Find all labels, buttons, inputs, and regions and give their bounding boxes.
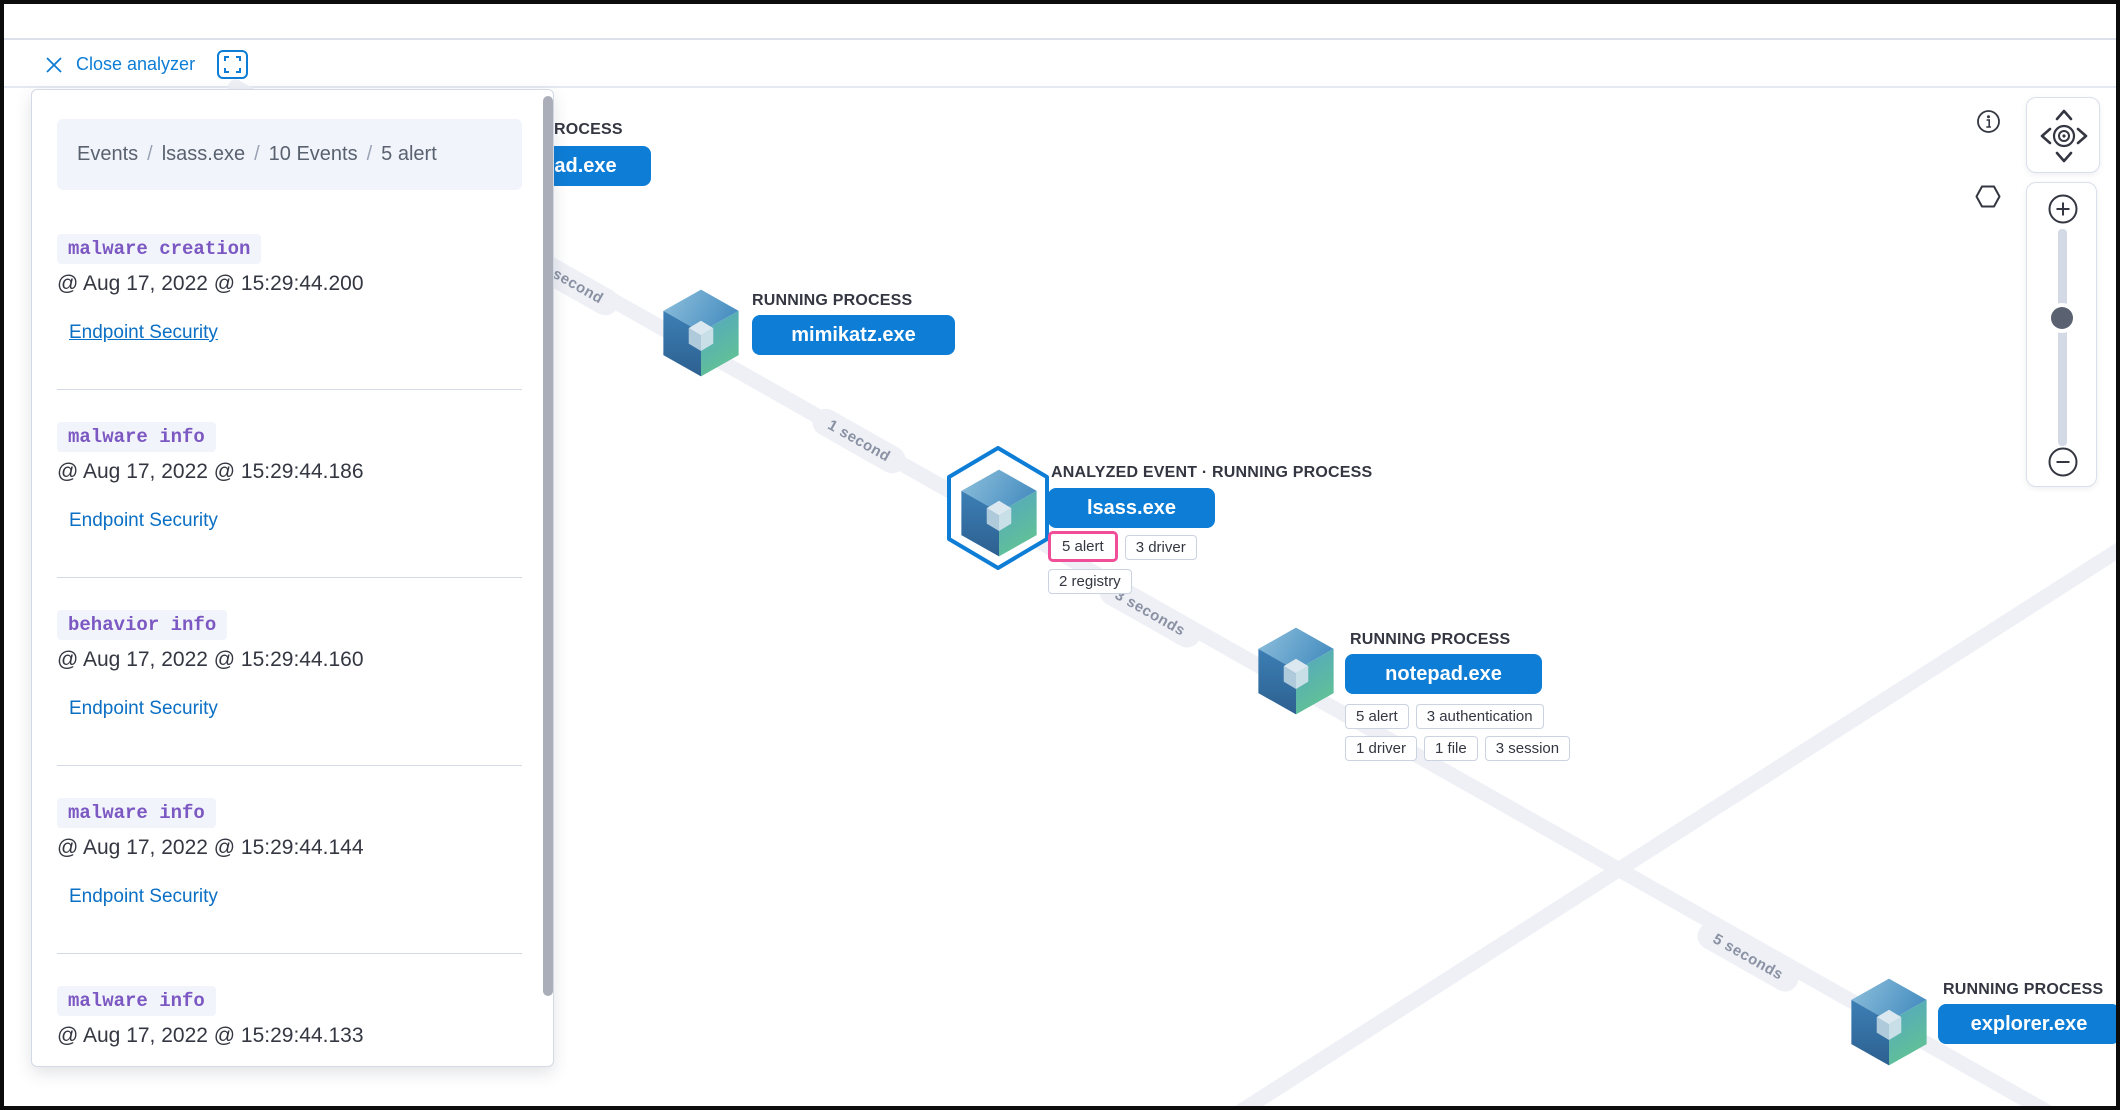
schema-info-button[interactable] [1976,109,2001,134]
pan-controls [2026,97,2100,173]
panel-scrollbar-thumb[interactable] [543,96,553,996]
pan-down-button[interactable] [2051,148,2077,170]
endpoint-security-link[interactable]: Endpoint Security [69,322,218,343]
process-cube-icon[interactable] [1848,977,1930,1067]
close-analyzer-label: Close analyzer [76,54,196,74]
process-cube-icon[interactable] [660,288,742,378]
event-list-item: malware info @ Aug 17, 2022 @ 15:29:44.1… [57,986,537,1066]
node-type-label: ANALYZED EVENT · RUNNING PROCESS [1051,464,1373,481]
fullscreen-button[interactable] [217,50,249,79]
event-category-badge: malware info [57,986,216,1016]
event-count-badge[interactable]: 5 alert [1345,704,1409,729]
event-count-badge[interactable]: 2 registry [1048,569,1132,594]
breadcrumb-item-events[interactable]: Events [77,143,139,165]
close-analyzer-link[interactable]: Close analyzer [44,50,249,79]
event-category-badge: malware creation [57,234,262,264]
endpoint-security-link[interactable]: Endpoint Security [69,698,218,719]
chevron-right-icon [2076,127,2088,145]
process-cube-icon[interactable] [1255,626,1337,716]
divider [57,765,522,766]
center-target-icon [2052,124,2076,148]
event-category-badge: malware info [57,798,216,828]
pan-up-button[interactable] [2051,102,2077,124]
event-list-item: malware info @ Aug 17, 2022 @ 15:29:44.1… [57,798,537,918]
event-category-badge: behavior info [57,610,228,640]
event-count-badge[interactable]: 3 driver [1124,535,1197,560]
zoom-out-button[interactable] [2048,447,2078,477]
breadcrumb-separator: / [366,143,373,165]
chevron-left-icon [2040,127,2052,145]
center-camera-button[interactable] [2052,124,2076,148]
top-divider [0,38,2120,40]
node-type-label: RUNNING PROCESS [752,292,913,309]
process-name-button-mimikatz[interactable]: mimikatz.exe [752,315,955,355]
event-count-badge-selected[interactable]: 5 alert [1048,531,1118,562]
zoom-slider-thumb[interactable] [2051,307,2073,329]
breadcrumb-item-event-count[interactable]: 10 Events [268,143,358,165]
divider [57,389,522,390]
zoom-in-button[interactable] [2048,194,2078,224]
process-cube-icon[interactable] [958,468,1040,558]
endpoint-security-link[interactable]: Endpoint Security [69,886,218,907]
pan-right-button[interactable] [2073,123,2095,149]
process-name-button-lsass[interactable]: lsass.exe [1048,488,1215,528]
breadcrumb: Events / lsass.exe / 10 Events / 5 alert [57,119,522,190]
node-type-label: RUNNING PROCESS [1943,981,2104,998]
zoom-slider[interactable] [2058,229,2067,446]
fullscreen-icon [224,56,242,73]
event-category-badge: malware info [57,422,216,452]
events-panel: Events / lsass.exe / 10 Events / 5 alert… [31,89,554,1067]
plus-icon [2048,194,2078,224]
hexagon-icon [1975,185,2001,208]
event-timestamp: @ Aug 17, 2022 @ 15:29:44.186 [57,460,364,483]
event-timestamp: @ Aug 17, 2022 @ 15:29:44.133 [57,1024,364,1047]
minus-icon [2048,447,2078,477]
chevron-down-icon [2055,151,2073,163]
event-count-badges-notepad: 5 alert 3 authentication 1 driver 1 file… [1345,704,1595,761]
breadcrumb-item-process[interactable]: lsass.exe [161,143,246,165]
edge-label: 1 second [807,403,911,479]
node-type-label: RUNNING PROCESS [1350,631,1511,648]
pan-controls-icons [2040,109,2088,163]
process-name-button-explorer[interactable]: explorer.exe [1938,1004,2120,1044]
breadcrumb-separator: / [147,143,153,165]
event-count-badge[interactable]: 3 session [1484,736,1571,761]
breadcrumb-item-category[interactable]: 5 alert [381,143,437,165]
endpoint-security-link[interactable]: Endpoint Security [69,510,218,531]
info-icon [1977,110,2000,133]
event-count-badges-lsass: 5 alert 3 driver 2 registry [1048,531,1243,594]
event-count-badge[interactable]: 1 driver [1345,736,1418,761]
divider [57,953,522,954]
process-name-button-notepad[interactable]: notepad.exe [1345,654,1542,694]
event-list-item: behavior info @ Aug 17, 2022 @ 15:29:44.… [57,610,537,730]
breadcrumb-separator: / [254,143,260,165]
zoom-controls [2026,182,2097,487]
nodes-legend-button [1975,184,2001,209]
node-type-label: ROCESS [554,121,623,138]
chevron-up-icon [2055,109,2073,121]
toolbar-divider [0,86,2120,88]
event-list-item: malware info @ Aug 17, 2022 @ 15:29:44.1… [57,422,537,542]
event-timestamp: @ Aug 17, 2022 @ 15:29:44.144 [57,836,364,859]
close-icon [46,56,62,73]
event-timestamp: @ Aug 17, 2022 @ 15:29:44.160 [57,648,364,671]
divider [57,577,522,578]
event-count-badge[interactable]: 1 file [1424,736,1478,761]
event-count-badge[interactable]: 3 authentication [1415,704,1544,729]
event-timestamp: @ Aug 17, 2022 @ 15:29:44.200 [57,272,364,295]
event-list-item: malware creation @ Aug 17, 2022 @ 15:29:… [57,234,537,354]
